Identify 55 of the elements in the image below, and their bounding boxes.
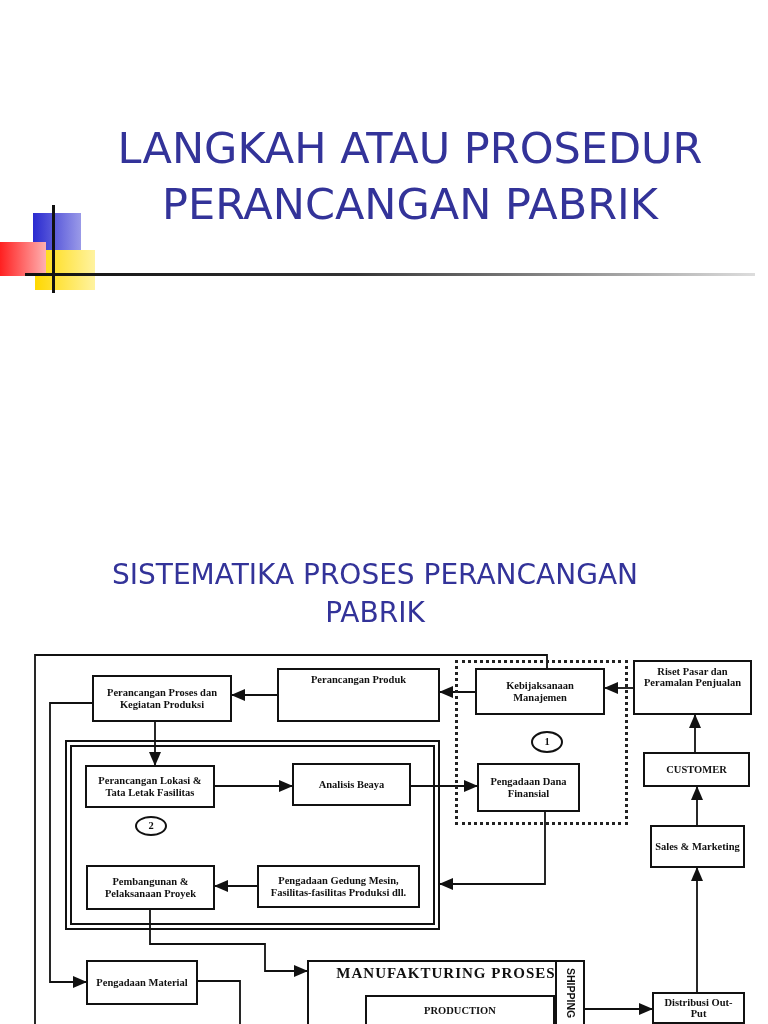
diagram-heading: SISTEMATIKA PROSES PERANCANGAN PABRIK <box>111 557 639 631</box>
box-label: Riset Pasar dan Peramalan Penjualan <box>642 665 743 689</box>
process-box <box>633 660 752 715</box>
arrow <box>49 702 93 988</box>
arrow <box>149 721 161 766</box>
process-box <box>86 865 215 910</box>
arrow <box>691 867 703 993</box>
process-box <box>277 668 440 722</box>
box-label: 2 <box>147 820 155 832</box>
arrow <box>604 682 634 694</box>
arrow <box>149 909 308 977</box>
box-label: Perancangan Produk <box>309 673 408 685</box>
box-label: Kebijaksanaan Manajemen <box>505 680 575 703</box>
box-label: CUSTOMER <box>665 764 728 775</box>
step-number-circle <box>531 731 563 753</box>
arrow <box>584 1003 653 1015</box>
connector-line <box>34 654 548 1024</box>
box-label: Pengadaan Dana Finansial <box>489 776 568 799</box>
process-box <box>477 763 580 812</box>
process-box <box>292 763 411 806</box>
process-box <box>85 765 215 808</box>
slide-title: LANGKAH ATAU PROSEDUR PERANCANGAN PABRIK <box>116 122 704 231</box>
arrow <box>439 686 476 698</box>
box-label: Pengadaan Material <box>95 977 189 988</box>
process-box <box>86 960 198 1005</box>
process-box <box>92 675 232 722</box>
box-label: Sales & Marketing <box>654 841 741 852</box>
box-label: Perancangan Lokasi & Tata Letak Fasilitas <box>97 775 203 798</box>
box-label: PRODUCTION <box>423 1005 497 1016</box>
box-label: 1 <box>543 736 551 748</box>
arrow <box>214 880 258 892</box>
box-label: Distribusi Out-Put <box>663 997 734 1019</box>
step-number-circle <box>135 816 167 836</box>
box-label: Pembangunan & Pelaksanaan Proyek <box>103 876 198 899</box>
arrow <box>439 811 546 890</box>
box-label: Pengadaan Gedung Mesin, Fasilitas-fasilitas Produksi dll. <box>269 875 408 898</box>
arrow <box>410 780 478 792</box>
arrow <box>231 689 278 701</box>
arrow <box>691 786 703 826</box>
connector-line <box>197 980 241 1024</box>
box-label: Perancangan Proses dan Kegiatan Produksi <box>105 687 219 710</box>
group-frame <box>65 740 440 930</box>
process-box <box>650 825 745 868</box>
process-box <box>257 865 420 908</box>
process-box <box>652 992 745 1024</box>
process-box <box>475 668 605 715</box>
process-box <box>307 960 585 1024</box>
box-label: SHIPPING <box>563 967 578 1019</box>
box-label: Analisis Beaya <box>317 779 386 790</box>
process-box <box>643 752 750 787</box>
dotted-region <box>455 660 628 825</box>
process-box <box>365 995 555 1024</box>
arrow <box>214 780 293 792</box>
arrow <box>689 714 701 753</box>
box-label: MANUFAKTURING PROSES <box>335 964 557 982</box>
